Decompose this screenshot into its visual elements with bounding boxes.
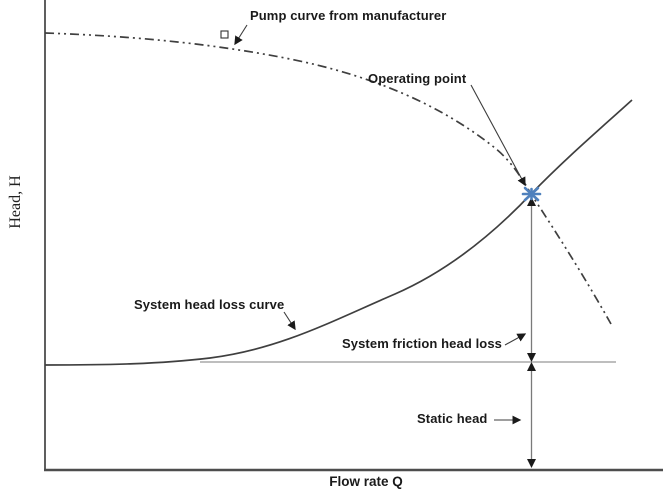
static-head-label: Static head: [417, 411, 488, 426]
system-curve-leader-arrow: [283, 311, 296, 331]
friction-loss-leader-arrow: [504, 333, 527, 346]
friction-measure-arrow: [527, 197, 536, 362]
x-axis-label: Flow rate Q: [329, 474, 403, 489]
pump-curve-leader-arrow: [234, 24, 248, 46]
square-marker: [220, 30, 229, 39]
system-curve: [44, 99, 633, 366]
system-curve-label: System head loss curve: [134, 297, 285, 312]
friction-loss-label: System friction head loss: [342, 336, 502, 351]
pump-curve-label: Pump curve from manufacturer: [250, 8, 447, 23]
operating-point-label: Operating point: [368, 71, 467, 86]
static-head-measure-arrow: [527, 362, 536, 468]
operating-point-marker: [521, 186, 542, 202]
operating-point-leader-arrow: [470, 84, 526, 187]
y-axis-label: Head, H: [7, 175, 24, 229]
pump-curve: [44, 32, 612, 325]
